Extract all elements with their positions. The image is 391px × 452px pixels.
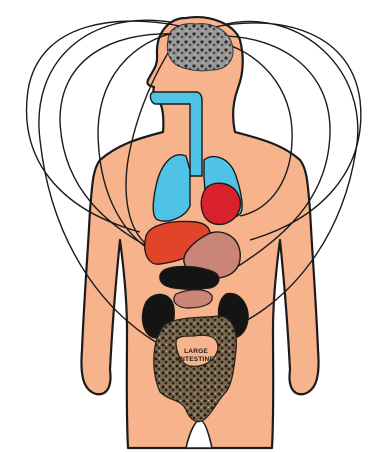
- large-intestine-label-line2: INTESTINE: [178, 356, 214, 363]
- pancreas-icon: [174, 290, 212, 308]
- large-intestine-label-line1: LARGE: [184, 348, 208, 355]
- brain-icon: [167, 24, 233, 71]
- heart-icon: [201, 183, 240, 224]
